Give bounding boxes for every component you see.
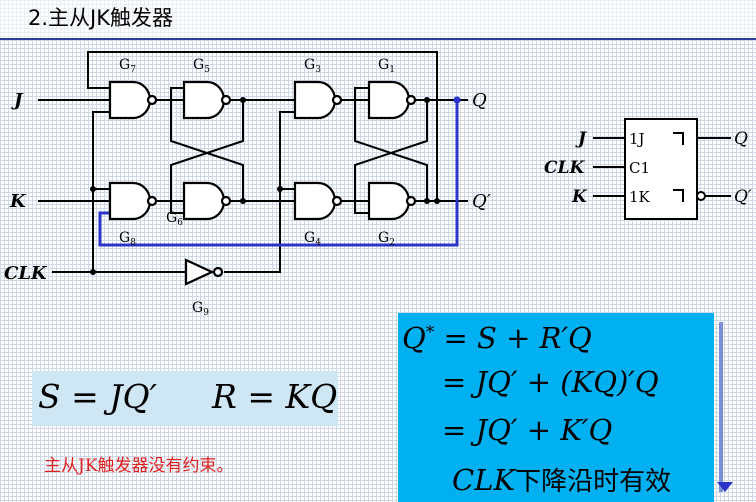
s-equation: S = JQ′ [38, 377, 158, 416]
label-g2: G2 [378, 230, 395, 248]
q-feedback-wire [98, 100, 459, 247]
label-g5: G5 [193, 57, 210, 75]
label-q: Q [472, 90, 487, 111]
scrollbar-track[interactable] [719, 322, 723, 492]
slave-cross-1 [354, 100, 428, 214]
slave-junction-bottom [424, 198, 430, 204]
label-j: J [11, 90, 24, 111]
gate-g1-bubble [405, 94, 417, 106]
master-cross-2 [170, 87, 244, 201]
gate-g3 [293, 80, 337, 120]
master-junction-top [240, 97, 246, 103]
gate-g5-bubble [220, 94, 232, 106]
sym-label-k: K [571, 187, 588, 207]
label-g3: G3 [304, 57, 321, 75]
jk-symbol [593, 118, 731, 220]
scroll-down-arrow-icon[interactable] [716, 480, 734, 494]
characteristic-equation-box: Q* = S + R′Q = JQ′ + (KQ)′Q = JQ′ + K′Q … [398, 313, 714, 502]
label-k: K [9, 191, 27, 212]
g9-out-wire [224, 111, 295, 273]
gate-g4 [293, 181, 337, 221]
g9-junction [277, 186, 283, 192]
slave-cross-2 [354, 87, 428, 201]
gate-g1 [367, 80, 411, 120]
sr-equation-box: S = JQ′ R = KQ [32, 371, 338, 426]
gate-g2 [367, 181, 411, 221]
gate-g9 [184, 258, 215, 286]
eq-line-4-var: CLK [452, 463, 516, 497]
r-equation: R = KQ [212, 377, 338, 416]
sym-postponed-mark-bottom [673, 189, 684, 202]
clk-junction-1 [90, 186, 96, 192]
q-junction-dot [453, 96, 461, 104]
qn-junction [434, 198, 440, 204]
label-g6: G6 [166, 210, 183, 228]
eq-line-4: CLK下降沿时有效 [452, 461, 671, 498]
sym-postponed-mark-top [673, 132, 684, 145]
label-qn: Q′ [472, 191, 491, 212]
eq-line-1-sup: * [425, 322, 435, 343]
clk-junction-2 [90, 269, 96, 275]
label-clk: CLK [4, 263, 48, 284]
title-band [0, 0, 756, 40]
sym-label-qn: Q′ [734, 187, 752, 207]
gate-g3-bubble [331, 94, 343, 106]
gate-g4-bubble [331, 195, 343, 207]
sym-qn-bubble [696, 191, 706, 201]
title-rule [0, 38, 756, 40]
label-g4: G4 [304, 230, 321, 248]
label-g8: G8 [119, 230, 136, 248]
sym-label-q: Q [734, 129, 748, 149]
eq-line-1-rhs: = S + R′Q [443, 321, 592, 355]
label-g7: G7 [119, 57, 136, 75]
sym-pin-c1: C1 [629, 159, 650, 177]
sym-pin-1j: 1J [629, 130, 645, 148]
gate-g8-bubble [146, 195, 158, 207]
jk-symbol-box [624, 118, 698, 220]
label-g1: G1 [378, 57, 395, 75]
slave-junction-top [424, 97, 430, 103]
no-constraint-note: 主从JK触发器没有约束。 [44, 456, 234, 476]
clk-bus [52, 111, 110, 273]
top-feedback-wire [87, 51, 438, 201]
eq-line-3: = JQ′ + K′Q [442, 413, 613, 447]
gate-g9-bubble [212, 266, 224, 278]
sym-pin-1k: 1K [629, 188, 651, 206]
eq-line-2: = JQ′ + (KQ)′Q [442, 365, 659, 399]
sym-label-clk: CLK [544, 158, 585, 178]
eq-line-4-text: 下降沿时有效 [515, 467, 672, 497]
master-cross-1 [170, 100, 244, 214]
gate-g2-bubble [405, 195, 417, 207]
label-g9: G9 [192, 300, 209, 318]
gate-g7-bubble [146, 94, 158, 106]
gate-g6-bubble [220, 195, 232, 207]
gate-g8 [108, 181, 152, 221]
gate-g5 [182, 80, 226, 120]
master-junction-bottom [240, 198, 246, 204]
gate-g7 [108, 80, 152, 120]
eq-line-1: Q* = S + R′Q [402, 321, 592, 355]
eq-line-1-lhs: Q [402, 321, 426, 355]
slide-title: 2.主从JK触发器 [28, 6, 174, 30]
sym-label-j: J [575, 129, 587, 149]
gate-g6 [182, 181, 226, 221]
